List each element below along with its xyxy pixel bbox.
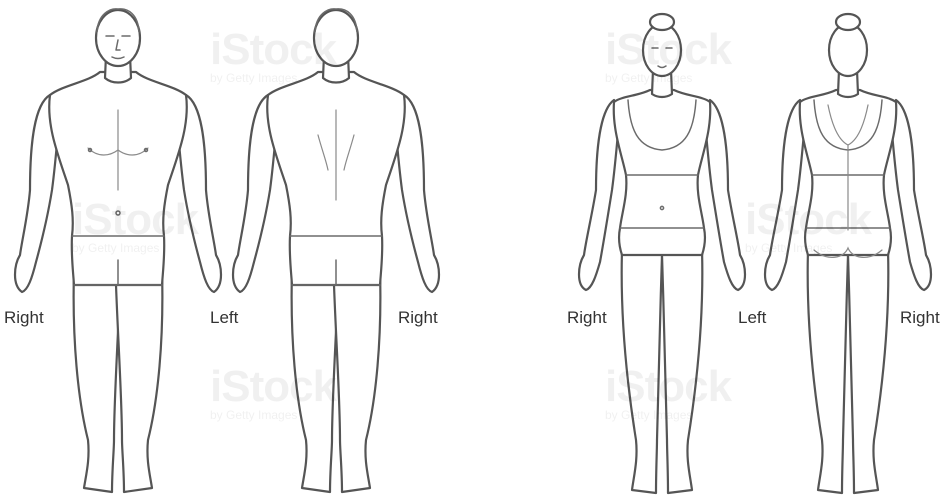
label-right-male-front: Right [4,309,44,326]
label-right-female-front: Right [567,309,607,326]
label-right-male-back: Right [398,309,438,326]
label-left-female-front: Left [738,309,766,326]
label-left-male-front: Left [210,309,238,326]
label-right-female-back: Right [900,309,940,326]
male-front-figure [15,9,221,492]
female-back-figure [765,14,931,493]
female-front-figure [579,14,745,493]
male-back-figure [233,9,439,492]
